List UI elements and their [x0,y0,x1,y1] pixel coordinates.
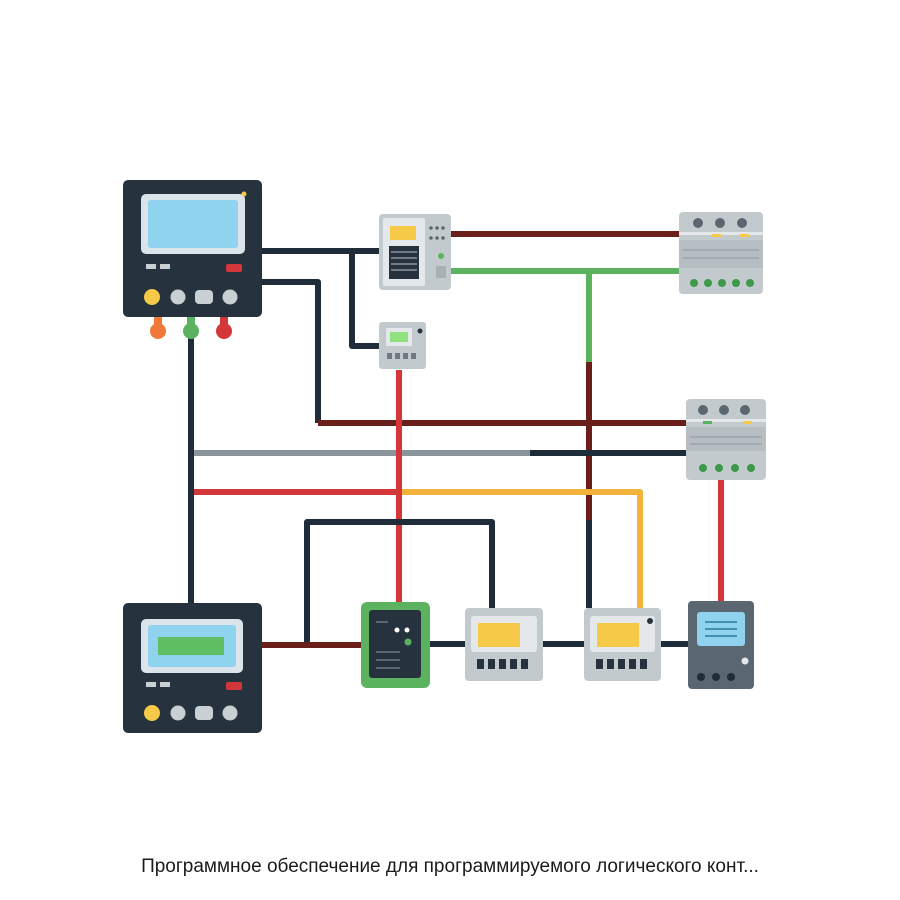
small-display-module [379,322,426,369]
gray-button[interactable] [195,290,213,304]
breaker-top [679,212,763,294]
yellow-button[interactable] [144,705,160,721]
green-controller [361,602,430,688]
plc-panel-bottom [123,603,262,733]
plc-panel-top [123,180,262,339]
wire-dark-to-small-display [349,251,380,349]
cpu-module [379,214,451,290]
diagram-caption: Программное обеспечение для программируе… [141,856,759,877]
wires [188,231,724,648]
alarm-indicator [226,264,242,272]
gray-button[interactable] [170,289,186,305]
gray-button[interactable] [170,705,186,721]
gray-button[interactable] [222,705,238,721]
alarm-indicator [226,682,242,690]
relay-module-1 [465,608,543,681]
relay-module-2 [584,608,661,681]
wire-dark-panel-loop [262,279,321,423]
terminal-connectors [150,317,232,339]
gray-button[interactable] [222,289,238,305]
status-led-icon [241,191,247,197]
wire-orange-to-relay2 [400,489,643,608]
wire-dark-loop [304,519,495,644]
breaker-middle [686,399,766,480]
power-supply [688,601,754,689]
gray-button[interactable] [195,706,213,720]
yellow-button[interactable] [144,289,160,305]
